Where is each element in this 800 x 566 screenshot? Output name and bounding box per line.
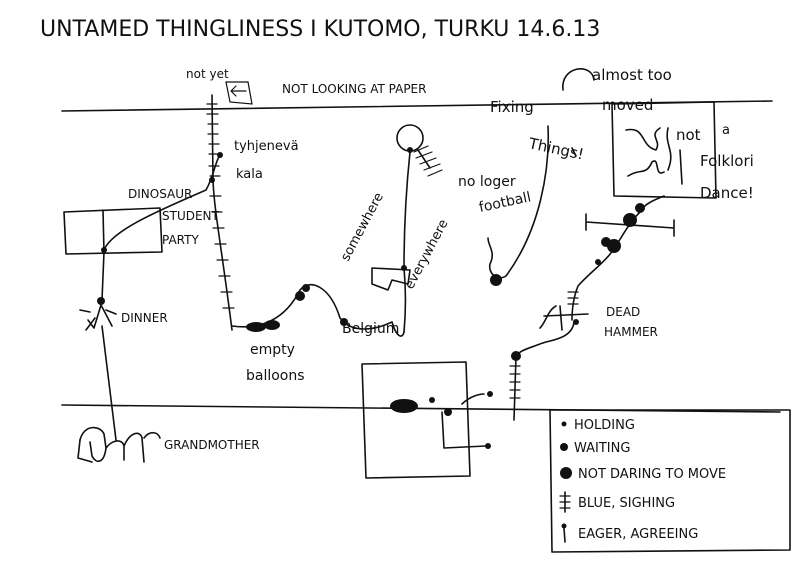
label-tyhjeneva: tyhjenevä xyxy=(234,139,299,154)
football-head xyxy=(396,124,443,269)
label-grandmother: GRANDMOTHER xyxy=(164,438,260,452)
label-somewhere: somewhere xyxy=(338,190,387,264)
label-football: football xyxy=(478,189,533,216)
dinosaur-box-divider xyxy=(102,209,105,254)
label-dinner: DINNER xyxy=(121,311,168,325)
legend-label-eager: EAGER, AGREEING xyxy=(578,527,698,542)
dinosaur-box xyxy=(63,207,163,255)
legend-symbol-hook xyxy=(561,523,567,543)
legend-label-holding: HOLDING xyxy=(574,418,635,433)
legend-label-waiting: WAITING xyxy=(574,441,630,456)
tyhjeneva-ladder xyxy=(206,94,235,331)
bottom-paper-line xyxy=(61,404,781,413)
legend-symbol-medium-dot xyxy=(560,443,568,451)
diagram-title: UNTAMED THINGLINESS I KUTOMO, TURKU 14.6… xyxy=(40,17,600,42)
label-empty: empty xyxy=(250,342,295,358)
label-dead: DEAD xyxy=(606,305,640,319)
holding-dot xyxy=(487,391,493,397)
label-folklori: Folklori xyxy=(700,152,754,170)
hammer-ladder xyxy=(509,365,521,399)
legend-label-blue: BLUE, SIGHING xyxy=(578,496,675,511)
folklore-box xyxy=(611,101,717,199)
label-fixing: Fixing xyxy=(490,98,534,116)
bottom-box-scribbles xyxy=(390,393,487,449)
waiting-dot xyxy=(511,351,521,361)
legend-symbol-large-dot xyxy=(560,467,572,479)
label-almost-too: almost too xyxy=(592,66,672,84)
legend-symbol-small-dot xyxy=(561,421,567,427)
label-dinosaur: DINOSAUR xyxy=(128,187,192,201)
holding-dot xyxy=(485,443,491,449)
somewhere-bowtie xyxy=(371,267,411,291)
path-dinner-line xyxy=(101,251,117,441)
label-not-looking: NOT LOOKING AT PAPER xyxy=(282,82,426,96)
label-not: not xyxy=(676,126,701,144)
legend-box xyxy=(549,409,791,553)
not-daring-blobs xyxy=(595,203,645,265)
label-everywhere: everywhere xyxy=(402,217,451,292)
path-balloons-belgium xyxy=(231,284,405,337)
fixing-tick xyxy=(571,147,577,157)
dinner-figure xyxy=(79,297,117,331)
legend-symbol-ladder xyxy=(559,491,571,513)
label-belgium: Belgium xyxy=(342,321,399,337)
path-bowtie-down xyxy=(403,267,407,333)
almost-too-hook xyxy=(562,68,595,91)
label-not-yet: not yet xyxy=(186,67,229,81)
label-kala: kala xyxy=(236,167,263,182)
label-moved: moved xyxy=(602,96,653,114)
label-student: STUDENT xyxy=(162,209,220,223)
label-a: a xyxy=(722,123,730,138)
empty-balloons-cluster xyxy=(246,284,348,332)
legend: HOLDING WAITING NOT DARING TO MOVE BLUE,… xyxy=(549,409,791,553)
path-hammer-down xyxy=(513,321,575,421)
grandmother-figure xyxy=(77,426,161,463)
dead-hammer-figure xyxy=(539,291,589,331)
label-things: Things! xyxy=(526,134,585,163)
label-dance: Dance! xyxy=(700,184,754,202)
bottom-box xyxy=(361,361,471,479)
label-party: PARTY xyxy=(162,233,199,247)
label-no-loger: no loger xyxy=(458,174,516,190)
legend-label-not-daring: NOT DARING TO MOVE xyxy=(578,467,726,482)
label-hammer: HAMMER xyxy=(604,325,658,339)
holding-dot xyxy=(101,247,107,253)
label-balloons: balloons xyxy=(246,368,305,384)
folklore-squiggles xyxy=(625,127,683,185)
waiting-dot xyxy=(490,274,502,286)
not-yet-arrow-box xyxy=(225,81,253,105)
